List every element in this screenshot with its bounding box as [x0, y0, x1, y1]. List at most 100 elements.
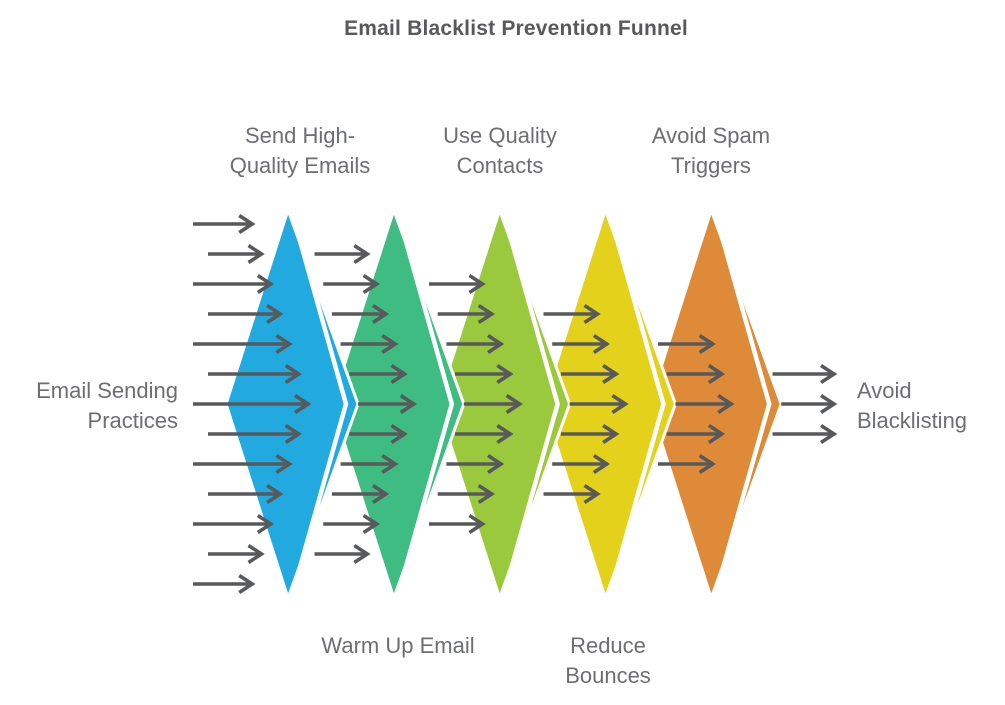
flow-arrow [446, 333, 505, 355]
flow-arrow [552, 333, 611, 355]
input-label: Email Sending Practices [36, 376, 178, 436]
flow-arrow [208, 243, 265, 265]
flow-arrow [208, 543, 265, 565]
arrow-head-icon [602, 363, 620, 385]
stage-label-reduce-bounces: Reduce Bounces [565, 631, 651, 691]
flow-arrow [437, 303, 495, 325]
arrow-head-icon [371, 483, 390, 505]
output-label-line: Avoid [857, 378, 912, 403]
arrow-head-icon [266, 483, 284, 505]
arrow-head-icon [275, 453, 293, 475]
flow-arrow [314, 543, 371, 565]
flow-arrow [543, 303, 601, 325]
arrow-head-icon [820, 363, 838, 385]
stage-label-line: Avoid Spam [651, 123, 771, 148]
flow-arrow [340, 453, 399, 475]
stage-label-line: Quality Emails [229, 153, 371, 178]
flow-arrow [552, 453, 611, 475]
arrow-head-icon [496, 423, 514, 445]
arrow-group-4 [658, 333, 735, 475]
arrow-head-icon [477, 483, 495, 505]
arrow-group-3 [543, 303, 629, 505]
flow-arrow [429, 513, 486, 535]
arrow-head-icon [592, 333, 611, 355]
arrow-head-icon [399, 393, 418, 415]
stage-label-send-high-quality-emails: Send High- Quality Emails [230, 121, 371, 181]
flow-arrow [658, 333, 716, 355]
flow-arrow [193, 573, 256, 595]
stage-stripe [290, 215, 349, 593]
arrow-head-icon [247, 543, 265, 565]
flow-arrow [208, 303, 284, 325]
stage-label-line: Contacts [456, 153, 544, 178]
arrow-head-icon [592, 453, 611, 475]
arrow-group-0 [193, 213, 312, 595]
flow-arrow [560, 363, 620, 385]
flow-arrow [772, 423, 838, 445]
arrow-head-icon [390, 423, 408, 445]
arrow-head-icon [698, 333, 716, 355]
flow-arrow [569, 393, 629, 415]
arrow-head-icon [238, 573, 256, 595]
flow-arrow [658, 453, 716, 475]
flow-arrow [193, 513, 275, 535]
arrow-head-icon [238, 213, 256, 235]
arrow-head-icon [707, 423, 726, 445]
flow-arrow [560, 423, 620, 445]
flow-arrow [208, 423, 302, 445]
flow-arrow [666, 423, 726, 445]
flow-arrow [429, 273, 486, 295]
flow-arrow [193, 393, 312, 415]
stage-label-line: Use Quality [443, 123, 557, 148]
output-label-line: Blacklisting [857, 408, 968, 433]
flow-arrow [455, 363, 514, 385]
arrow-head-icon [353, 543, 371, 565]
arrow-group-1 [314, 243, 418, 565]
arrow-head-icon [707, 363, 726, 385]
arrow-head-icon [698, 453, 716, 475]
arrow-head-icon [381, 333, 399, 355]
arrow-head-icon [583, 483, 601, 505]
arrow-head-icon [256, 513, 275, 535]
arrow-head-icon [468, 513, 486, 535]
arrow-head-icon [275, 333, 293, 355]
stage-stripe [502, 215, 560, 593]
flow-arrow [193, 333, 293, 355]
flow-arrow [323, 273, 380, 295]
stage-stripe [608, 215, 666, 593]
arrow-head-icon [717, 393, 735, 415]
arrow-head-icon [362, 513, 380, 535]
arrow-head-icon [583, 303, 601, 325]
flow-arrow [666, 363, 726, 385]
arrow-head-icon [284, 363, 302, 385]
stage-label-use-quality-contacts: Use Quality Contacts [443, 121, 557, 181]
stage-stripe [396, 215, 455, 593]
flow-arrow [543, 483, 601, 505]
diagram-title: Email Blacklist Prevention Funnel [344, 17, 688, 40]
arrow-head-icon [820, 393, 838, 415]
flow-arrow [349, 423, 408, 445]
arrow-head-icon [381, 453, 399, 475]
arrow-head-icon [362, 273, 380, 295]
output-label: Avoid Blacklisting [857, 376, 967, 436]
flow-arrow [193, 213, 256, 235]
arrow-head-icon [353, 243, 371, 265]
flow-arrow [437, 483, 495, 505]
stage-label-line: Reduce [570, 633, 646, 658]
flow-arrow [781, 393, 838, 415]
arrow-head-icon [284, 423, 302, 445]
flow-arrow [331, 303, 390, 325]
flow-arrow [208, 363, 302, 385]
arrow-head-icon [505, 393, 523, 415]
stage-label-line: Warm Up Email [321, 633, 475, 658]
flow-arrow [349, 363, 408, 385]
arrow-head-icon [468, 273, 486, 295]
arrow-head-icon [390, 363, 408, 385]
arrow-head-icon [266, 303, 284, 325]
flow-arrow [208, 483, 284, 505]
arrow-head-icon [294, 393, 312, 415]
stage-label-line: Bounces [565, 663, 651, 688]
arrow-head-icon [602, 423, 620, 445]
stage-label-warm-up-email: Warm Up Email [321, 631, 474, 661]
